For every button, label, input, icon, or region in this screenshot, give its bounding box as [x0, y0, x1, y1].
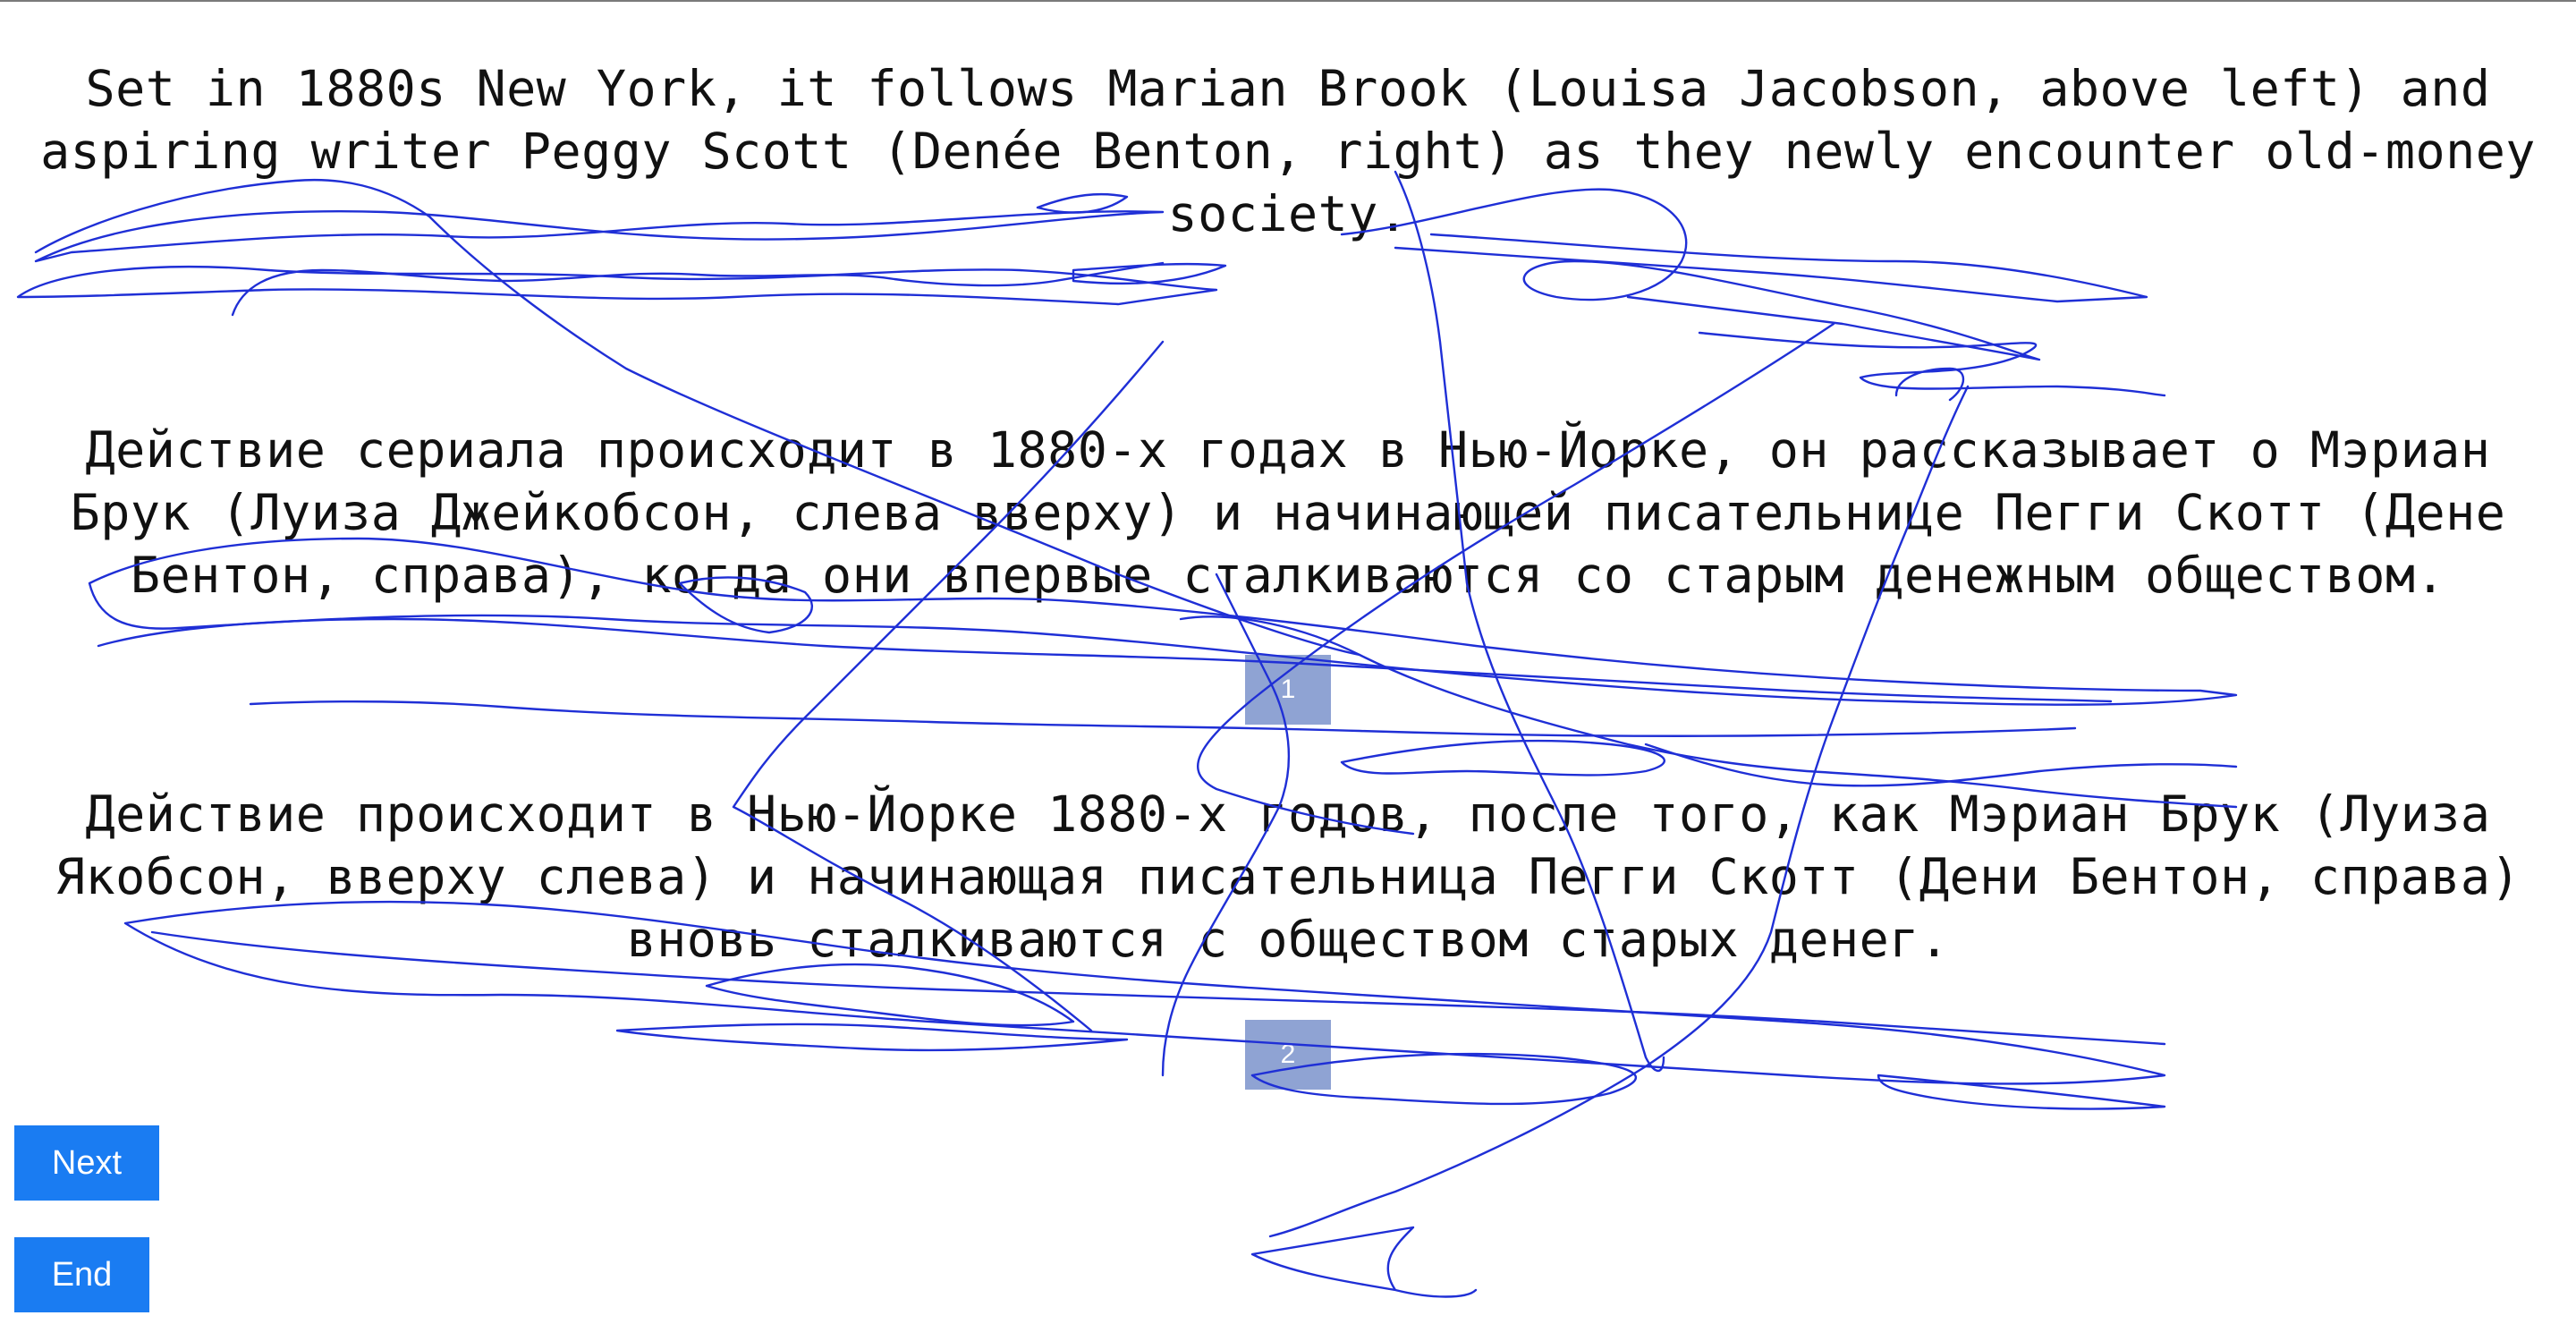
- scribble-stroke: [615, 1023, 1129, 1052]
- translation-option-2: Действие происходит в Нью-Йорке 1880-х г…: [55, 785, 2521, 968]
- scribble-stroke: [1340, 739, 1665, 777]
- scribble-stroke: [16, 266, 1218, 306]
- translation-option-1: Действие сериала происходит в 1880-х год…: [70, 421, 2506, 604]
- translation-1-badge: 1: [1245, 655, 1331, 725]
- scribble-stroke: [1179, 615, 2238, 809]
- source-sentence: Set in 1880s New York, it follows Marian…: [40, 60, 2536, 242]
- scribble-stroke: [1894, 367, 1965, 402]
- scribble-stroke: [1877, 1074, 2166, 1110]
- scribble-stroke: [249, 700, 2077, 737]
- scribble-stroke: [231, 261, 1165, 317]
- scribble-stroke: [1698, 331, 2166, 397]
- end-button[interactable]: End: [14, 1237, 149, 1312]
- translation-2-badge: 2: [1245, 1020, 1331, 1090]
- scribble-stroke: [97, 617, 2113, 703]
- scribble-stroke: [1250, 1226, 1478, 1298]
- scribble-stroke: [1072, 262, 1227, 285]
- next-button[interactable]: Next: [14, 1125, 159, 1201]
- scribble-stroke: [1644, 743, 2238, 787]
- scribble-stroke: [705, 963, 1075, 1027]
